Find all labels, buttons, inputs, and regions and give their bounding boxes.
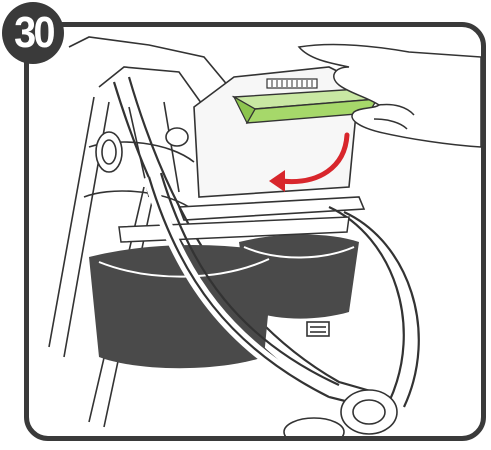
illustration-frame [24,22,486,441]
step-number: 30 [14,8,53,58]
step-number-badge: 30 [2,2,64,64]
storage-basket [89,217,359,368]
stroller-illustration [29,27,481,436]
